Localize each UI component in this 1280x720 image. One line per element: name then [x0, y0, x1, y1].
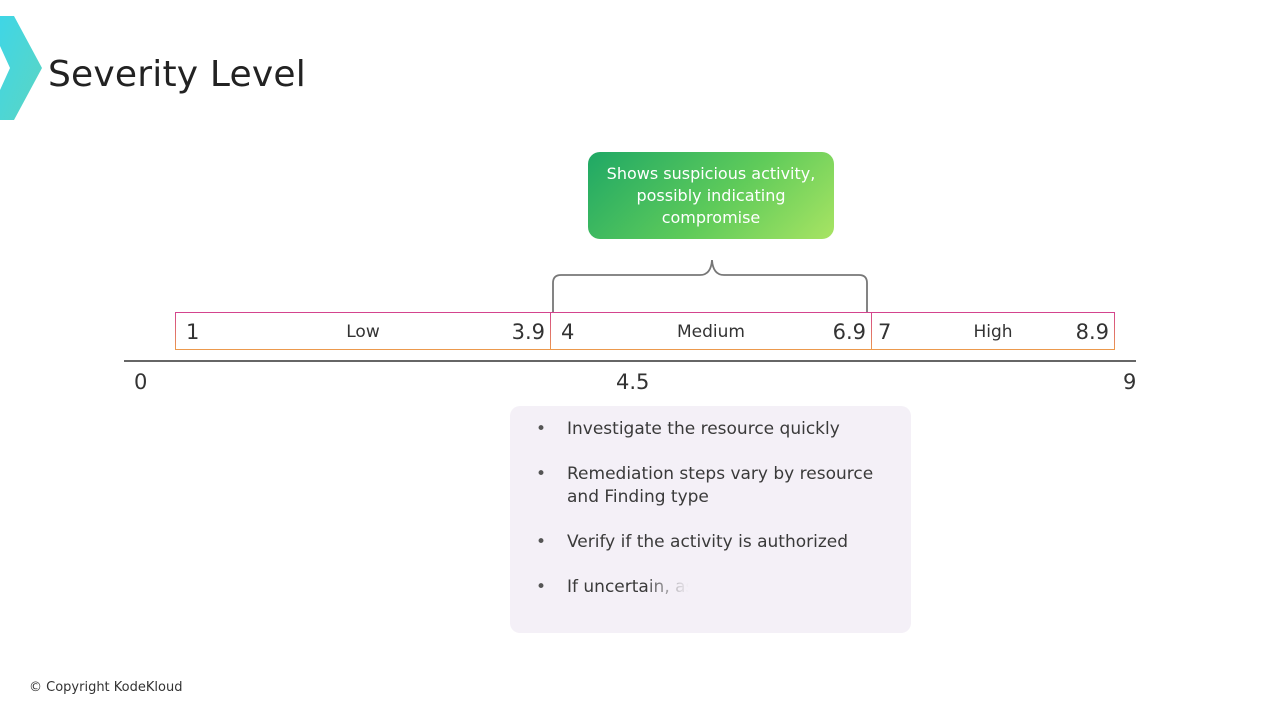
- segment-label: Low: [346, 322, 380, 342]
- severity-segment-low: 1 Low 3.9: [175, 312, 551, 350]
- segment-start-value: 1: [186, 320, 200, 344]
- bullet-icon: •: [536, 577, 547, 597]
- text-reveal-mask: [650, 572, 908, 630]
- segment-label: Medium: [677, 322, 745, 342]
- scale-axis-line: [124, 360, 1136, 362]
- severity-segment-high: 7 High 8.9: [871, 312, 1115, 350]
- recommendation-item: • Verify if the activity is authorized: [536, 531, 881, 554]
- segment-label: High: [973, 322, 1013, 342]
- recommendation-item: • Remediation steps vary by resource and …: [536, 463, 881, 509]
- axis-label-max: 9: [1123, 370, 1137, 394]
- bullet-icon: •: [536, 419, 547, 439]
- medium-severity-callout: Shows suspicious activity, possibly indi…: [588, 152, 834, 239]
- recommendation-item: • Investigate the resource quickly: [536, 418, 881, 441]
- axis-label-min: 0: [134, 370, 148, 394]
- segment-end-value: 8.9: [1075, 320, 1109, 344]
- segment-end-value: 6.9: [832, 320, 866, 344]
- severity-segment-medium: 4 Medium 6.9: [550, 312, 872, 350]
- recommendation-text: Remediation steps vary by resource and F…: [567, 464, 874, 507]
- recommendations-list: • Investigate the resource quickly • Remed…: [536, 418, 881, 599]
- copyright-notice: © Copyright KodeKloud: [29, 680, 183, 695]
- callout-line: possibly indicating: [636, 186, 786, 205]
- segment-end-value: 3.9: [511, 320, 545, 344]
- slide-title: Severity Level: [48, 54, 306, 95]
- segment-start-value: 7: [878, 320, 892, 344]
- bullet-icon: •: [536, 464, 547, 484]
- callout-line: Shows suspicious activity,: [606, 164, 816, 183]
- segment-start-value: 4: [561, 320, 575, 344]
- recommendation-text: Verify if the activity is authorized: [567, 532, 849, 552]
- axis-label-mid: 4.5: [616, 370, 650, 394]
- bullet-icon: •: [536, 532, 547, 552]
- logo-chevron-icon: [0, 16, 42, 120]
- callout-line: compromise: [661, 208, 761, 227]
- recommendation-text: Investigate the resource quickly: [567, 419, 840, 439]
- medium-range-brace: [552, 259, 868, 314]
